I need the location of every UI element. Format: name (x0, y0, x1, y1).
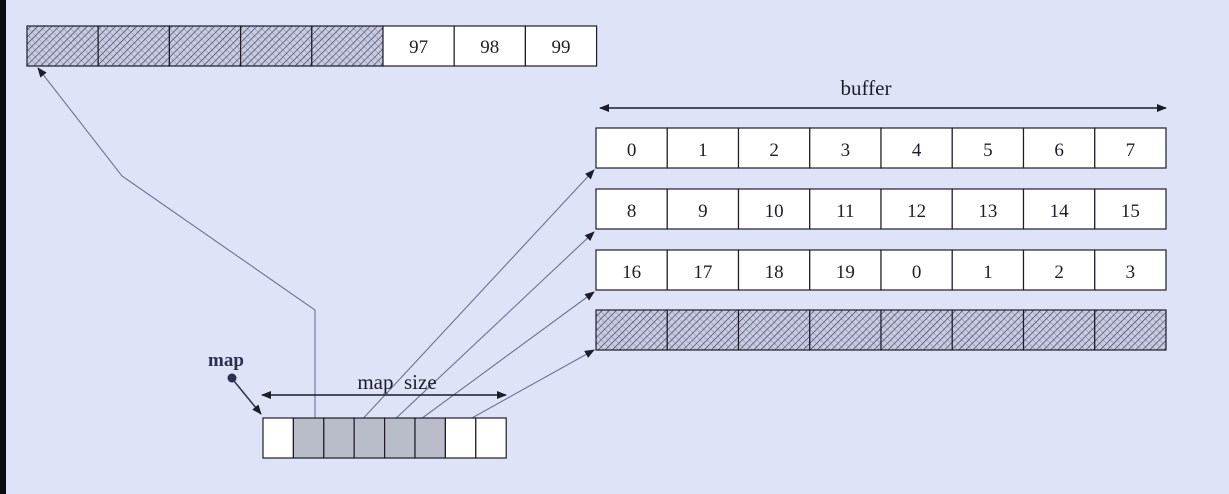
buffer-cell-value: 11 (836, 201, 854, 222)
map-variable-arrow (233, 380, 262, 415)
buffer-cell-value: 9 (698, 201, 708, 222)
buffer-cell (1022, 188, 1096, 230)
buffer-cell-value: 2 (769, 140, 779, 161)
buffer-cell-value: 6 (1054, 140, 1064, 161)
buffer-cell (595, 249, 668, 291)
map-pointer-line (374, 231, 595, 439)
buffer-cell (951, 188, 1025, 230)
buffer-hatched-cell (880, 309, 953, 351)
buffer-cell-value: 18 (765, 262, 784, 283)
top-array-cell-value: 98 (480, 37, 499, 58)
buffer-cell-value: 3 (841, 140, 851, 161)
map-pointers (37, 67, 595, 442)
buffer-cell (666, 249, 740, 291)
map-pointer-line (344, 169, 595, 439)
buffer-hatched-cell (595, 309, 668, 351)
top-array-hatched-cell (311, 25, 384, 67)
buffer-cell-value: 0 (627, 140, 637, 161)
buffer-cell (737, 127, 811, 169)
top-array-cell-value: 97 (409, 37, 428, 58)
map-size-label: map size (357, 370, 436, 394)
buffer-cell-value: 16 (622, 262, 641, 283)
map-array (262, 417, 507, 459)
buffer-cell-value: 1 (983, 262, 993, 283)
map-variable-dot (227, 373, 237, 383)
buffer-cell (595, 188, 668, 230)
buffer-hatched-cell (666, 309, 740, 351)
buffer-cell-value: 10 (765, 201, 784, 222)
buffer-cell (1022, 249, 1096, 291)
buffer-cell-value: 19 (836, 262, 855, 283)
map-pointer-line (37, 67, 316, 438)
left-edge-bar (0, 0, 6, 494)
buffer-hatched-cell (1094, 309, 1167, 351)
buffer-cell (666, 188, 740, 230)
buffer-cell-value: 7 (1126, 140, 1136, 161)
map-cell (262, 417, 294, 459)
buffer-cell-value: 12 (907, 201, 926, 222)
buffer-cell (1094, 249, 1167, 291)
map-cell-active (292, 417, 325, 459)
buffer-cell-value: 8 (627, 201, 637, 222)
top-array-cell (453, 25, 527, 67)
buffer-cell-value: 1 (698, 140, 708, 161)
map-cell (444, 417, 477, 459)
map-cell-active (323, 417, 355, 459)
map-cell-active (353, 417, 386, 459)
buffer-cell-value: 14 (1050, 201, 1070, 222)
buffer-cell (1094, 188, 1167, 230)
buffer-cell-value: 15 (1121, 201, 1140, 222)
buffer-cell (1094, 127, 1167, 169)
buffer-cell (809, 249, 882, 291)
buffer-cell (595, 127, 668, 169)
buffer-cell (666, 127, 740, 169)
top-array-cell (382, 25, 455, 67)
buffer-cell (880, 127, 953, 169)
map-label: map (208, 350, 244, 371)
top-array-hatched-cell (97, 25, 170, 67)
buffer-cell (737, 249, 811, 291)
buffer-cell (880, 188, 953, 230)
top-array-cell-value: 99 (552, 37, 571, 58)
buffer-label: buffer (841, 76, 892, 100)
buffer-cell (809, 188, 882, 230)
top-array-cell (524, 25, 598, 67)
top-array-hatched-cell (240, 25, 313, 67)
map-cell-active (414, 417, 446, 459)
buffer-hatched-cell (737, 309, 811, 351)
top-array-hatched-cell (26, 25, 99, 67)
buffer-cell-value: 17 (693, 262, 712, 283)
buffer-cell-value: 13 (978, 201, 997, 222)
buffer-cell-value: 0 (912, 262, 922, 283)
buffer-hatched-cell (951, 309, 1025, 351)
buffer-cell (1022, 127, 1096, 169)
buffer-cell-value: 3 (1126, 262, 1136, 283)
map-cell (475, 417, 507, 459)
buffer-hatched-cell (809, 309, 882, 351)
buffer-hatched-cell (1022, 309, 1096, 351)
buffer-cell-value: 5 (983, 140, 993, 161)
buffer-cell (951, 127, 1025, 169)
buffer-cell-value: 4 (912, 140, 922, 161)
top-array-hatched-cell (168, 25, 242, 67)
buffer-cell (809, 127, 882, 169)
buffer-cell (737, 188, 811, 230)
buffer-cell-value: 2 (1054, 262, 1064, 283)
top-array: 97 98 99 (26, 25, 598, 67)
map-cell-active (384, 417, 416, 459)
map-pointer-line (394, 291, 595, 439)
